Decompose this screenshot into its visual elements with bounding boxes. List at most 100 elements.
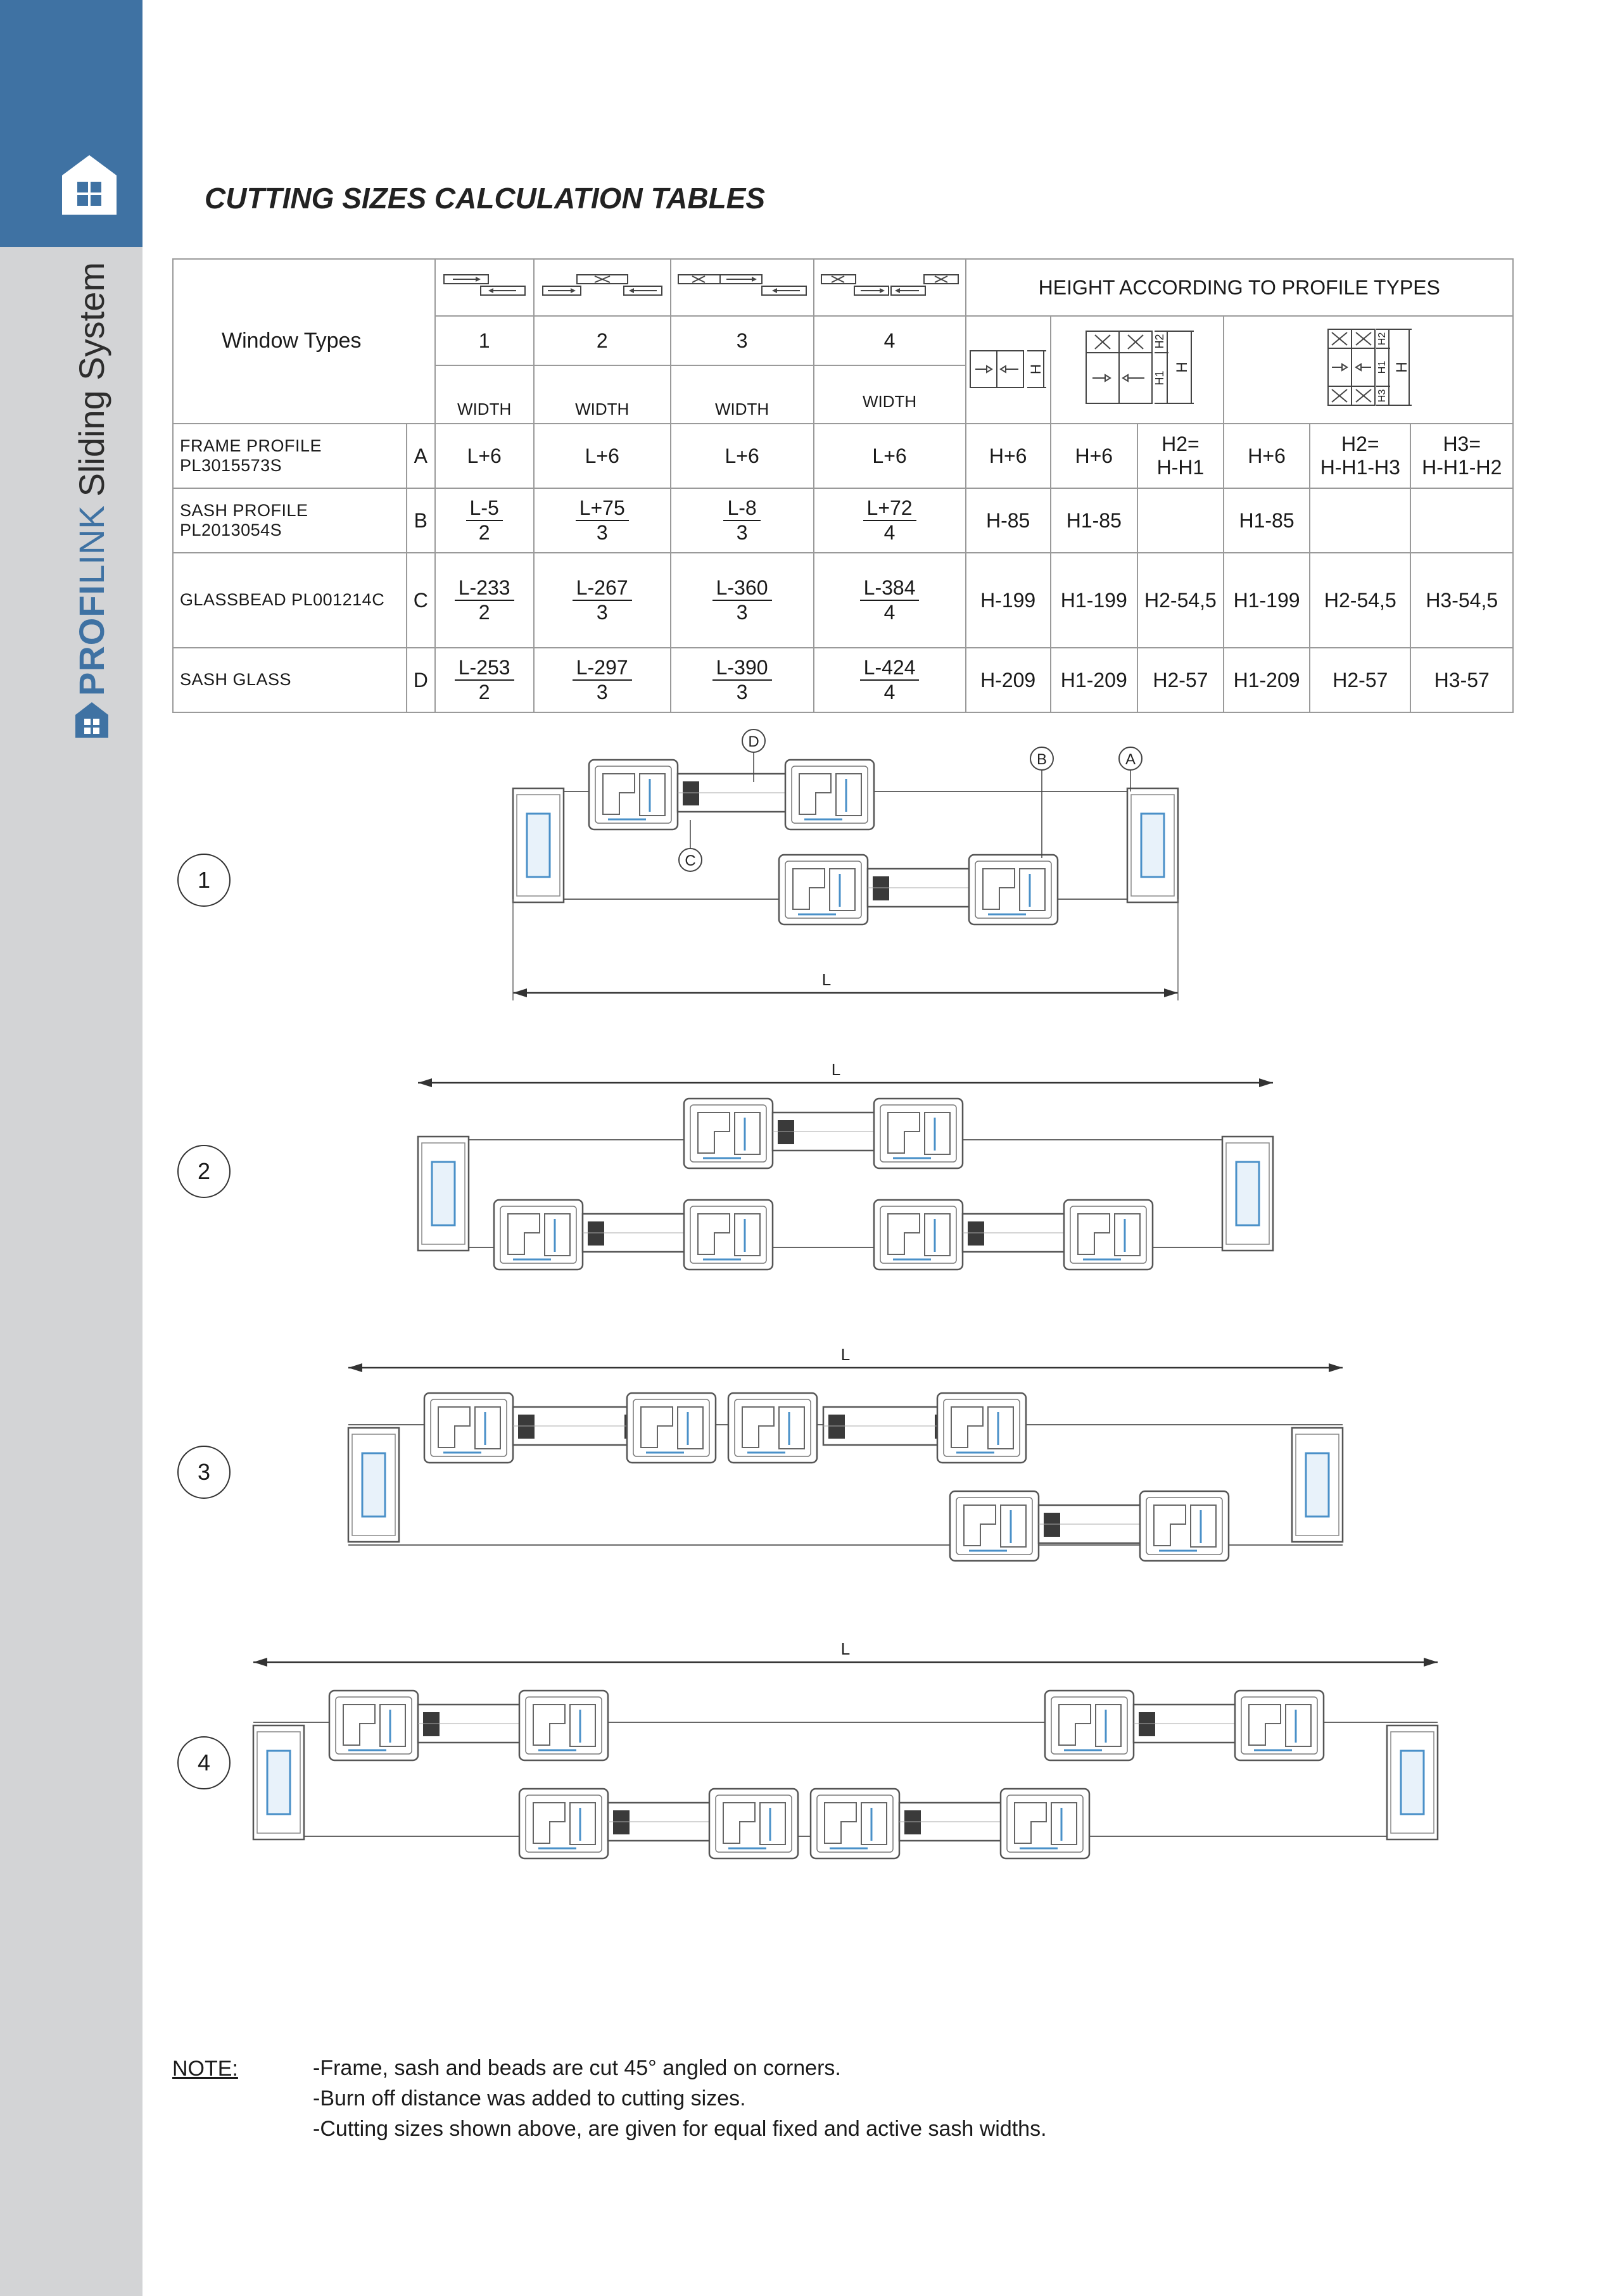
numerator: L-8 [723, 496, 761, 521]
drawing-number-3: 3 [177, 1446, 231, 1499]
window-types-label: Window Types [172, 258, 436, 424]
house-window-icon [62, 155, 117, 215]
profile-code: A [406, 423, 436, 489]
type-number: 1 [434, 315, 535, 366]
denominator: 3 [596, 521, 608, 544]
height-cell: H1-199 [1222, 552, 1311, 648]
numerator: L-267 [572, 576, 632, 601]
height-cell [1410, 488, 1514, 553]
page-title: CUTTING SIZES CALCULATION TABLES [205, 182, 766, 215]
h2-symbol: H2 [1377, 332, 1388, 346]
profile-name: SASH PROFILE PL2013054S [172, 488, 408, 553]
h-symbol: H [1028, 364, 1044, 374]
height-header: HEIGHT ACCORDING TO PROFILE TYPES [965, 258, 1514, 317]
window-elevation-icon: H2 H1 H3 H [1327, 329, 1412, 407]
denominator: 4 [883, 521, 896, 544]
profile-name: GLASSBEAD PL001214C [172, 552, 408, 648]
numerator: L-5 [465, 496, 503, 521]
note-label: NOTE: [172, 2057, 238, 2081]
note-line: -Burn off distance was added to cutting … [313, 2086, 746, 2110]
h3-symbol: H3 [1377, 389, 1388, 403]
denominator: 2 [478, 681, 490, 703]
dimension-label: L [822, 970, 831, 989]
denominator: 3 [596, 681, 608, 703]
brand-house-icon [75, 702, 108, 738]
note-line: -Cutting sizes shown above, are given fo… [313, 2117, 1047, 2141]
profile-code: D [406, 647, 436, 713]
height-cell: H2= H-H1 [1136, 423, 1225, 489]
width-cell: L+6 [669, 423, 814, 489]
cutting-sizes-table: Window Types [172, 258, 1514, 713]
width-cell: L+6 [813, 423, 966, 489]
numerator: L-384 [859, 576, 920, 601]
height-cell: H2-54,5 [1309, 552, 1412, 648]
sliding-sash-icon [820, 274, 959, 296]
section-drawings: L D B A C L L [252, 729, 1439, 1860]
callout-d: D [748, 733, 759, 750]
sliding-sash-icon [541, 274, 662, 296]
height-cell: H1-85 [1049, 488, 1138, 553]
height-cell [1309, 488, 1412, 553]
type-number: 4 [813, 315, 966, 366]
numerator: L-253 [454, 656, 514, 681]
dimension-label: L [841, 1345, 850, 1364]
window-elevation-icon: H [969, 350, 1046, 389]
profile-code: C [406, 552, 436, 648]
width-label: WIDTH [434, 365, 535, 424]
type-1-sketch [434, 258, 535, 317]
width-cell: L+6 [434, 423, 535, 489]
height-cell: H2-54,5 [1136, 552, 1225, 648]
height-cell: H1-85 [1222, 488, 1311, 553]
drawing-number-2: 2 [177, 1145, 231, 1198]
type-4-sketch [813, 258, 966, 317]
sliding-sash-icon [443, 274, 526, 296]
numerator: L-390 [712, 656, 772, 681]
type-number: 3 [669, 315, 814, 366]
h-symbol: H [1393, 362, 1410, 372]
h2-symbol: H2 [1153, 334, 1166, 349]
height-cell: H2-57 [1136, 647, 1225, 713]
height-type-3-sketch: H2 H1 H3 H [1223, 315, 1514, 424]
height-cell: H3-57 [1410, 647, 1514, 713]
height-cell: H-209 [965, 647, 1051, 713]
height-cell: H1-209 [1222, 647, 1311, 713]
section-drawing-3: L [347, 1345, 1344, 1562]
denominator: 2 [478, 601, 490, 624]
numerator: L+72 [863, 496, 916, 521]
note-text: -Frame, sash and beads are cut 45° angle… [313, 2053, 1047, 2144]
callout-a: A [1125, 751, 1136, 768]
sliding-sash-icon [677, 274, 807, 296]
height-type-1-sketch: H [965, 315, 1051, 424]
denominator: 3 [736, 681, 748, 703]
width-label: WIDTH [533, 365, 671, 424]
profile-name: FRAME PROFILE PL3015573S [172, 423, 408, 489]
height-cell: H3= H-H1-H2 [1410, 423, 1514, 489]
window-elevation-icon: H2 H1 H [1086, 331, 1194, 405]
denominator: 3 [736, 601, 748, 624]
denominator: 4 [883, 681, 896, 703]
denominator: 3 [596, 601, 608, 624]
